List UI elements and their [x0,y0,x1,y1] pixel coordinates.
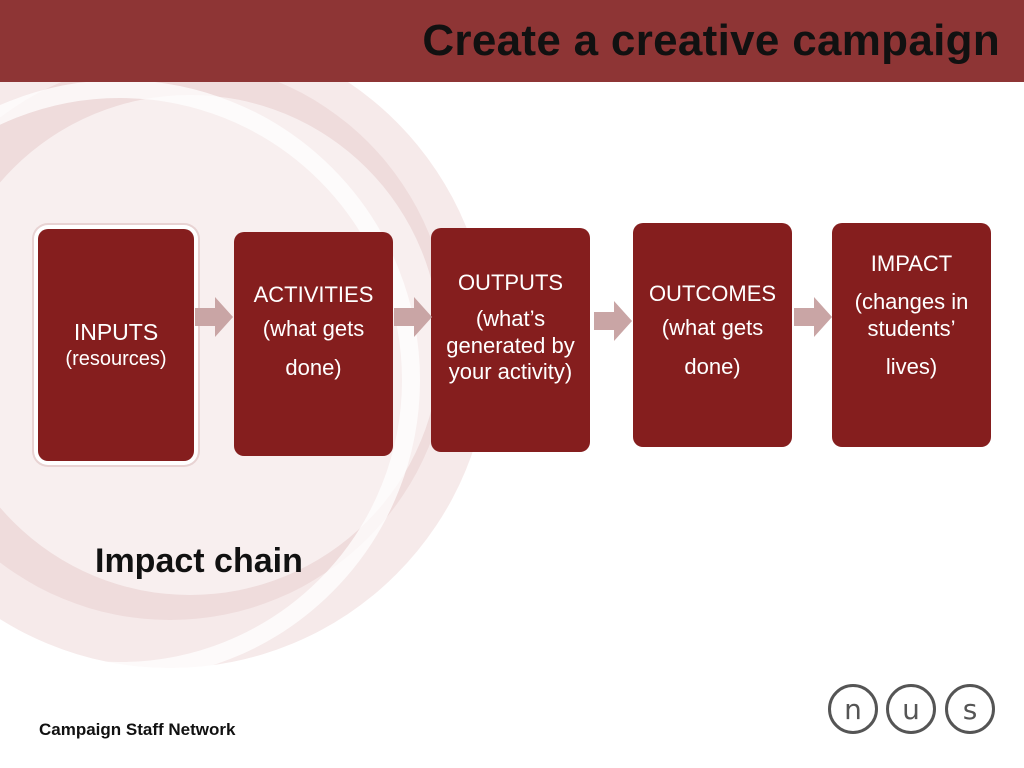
logo-letter-n: n [828,684,878,734]
logo-letter-s: s [945,684,995,734]
section-subtitle: Impact chain [95,542,303,580]
footer-text: Campaign Staff Network [39,720,236,739]
activities-heading: ACTIVITIES [253,282,374,307]
chain-arrow-4 [794,297,832,337]
chain-box-inputs[interactable]: INPUTS (resources) [38,229,194,461]
activities-detail-2: done) [285,354,342,380]
outcomes-heading: OUTCOMES [648,281,777,306]
impact-detail-1: (changes in students’ [854,289,969,341]
inputs-heading: INPUTS [73,319,159,346]
chain-box-outcomes[interactable]: OUTCOMES (what gets done) [633,223,792,447]
chain-box-impact[interactable]: IMPACT (changes in students’ lives) [832,223,991,447]
impact-heading: IMPACT [870,251,953,276]
slide-title: Create a creative campaign [422,16,1000,65]
activities-detail-1: (what gets [262,316,365,342]
outcomes-detail-2: done) [684,353,741,379]
nus-logo: n u s [828,684,998,738]
title-band [0,0,1024,82]
chain-box-outputs[interactable]: OUTPUTS (what’s generated by your activi… [431,228,590,452]
outputs-heading: OUTPUTS [457,270,564,295]
chain-arrow-2 [394,297,432,337]
outcomes-detail-1: (what gets [661,315,764,341]
logo-letter-u: u [886,684,936,734]
outputs-detail: (what’s generated by your activity) [446,306,575,385]
chain-arrow-3 [594,301,632,341]
chain-arrow-1 [195,297,233,337]
chain-box-activities[interactable]: ACTIVITIES (what gets done) [234,232,393,456]
impact-detail-2: lives) [885,354,938,380]
inputs-detail: (resources) [65,347,167,370]
